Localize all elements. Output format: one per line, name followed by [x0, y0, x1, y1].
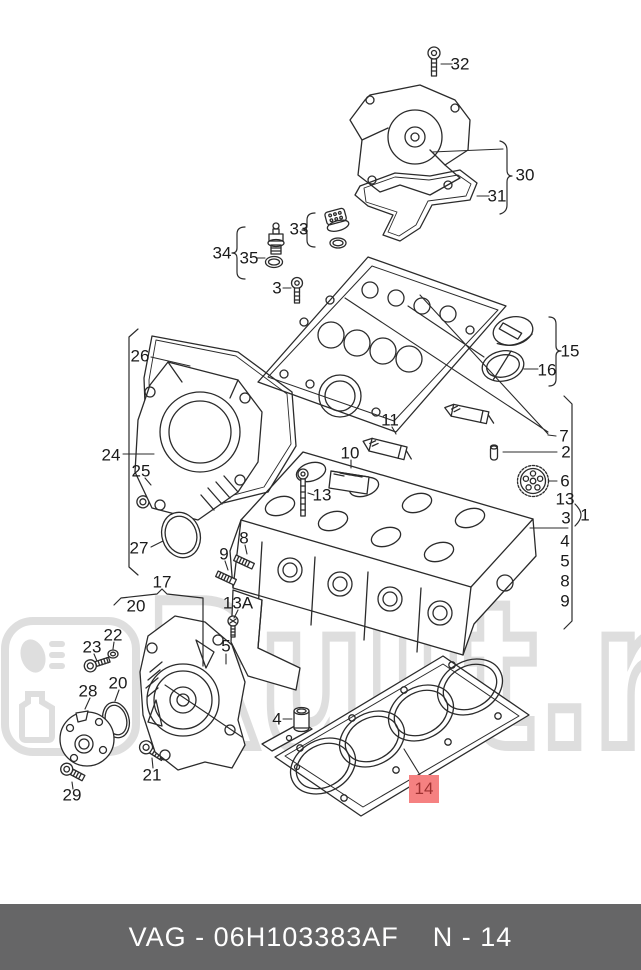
part-label: 4 — [560, 531, 570, 551]
sealant-tube-11 — [362, 437, 412, 461]
part-label: 9 — [560, 591, 570, 611]
part-label: 25 — [131, 461, 151, 481]
callout-brackets — [113, 140, 582, 667]
bolt-32 — [427, 46, 441, 77]
sealant-tube-7 — [444, 403, 495, 425]
bolt-3 — [290, 276, 304, 304]
exploded-diagram-drawing: Rulit.ru — [1, 46, 641, 817]
part-label: 15 — [560, 341, 580, 361]
applicator-10 — [328, 470, 370, 495]
head-gasket-part — [261, 655, 530, 817]
part-label: 7 — [559, 426, 569, 446]
part-label: 22 — [103, 625, 123, 645]
part-label: 29 — [62, 785, 82, 805]
camshaft-gear-part — [516, 464, 550, 498]
stud-8 — [233, 554, 255, 570]
part-label: 26 — [130, 346, 150, 366]
part-label: 13A — [222, 593, 254, 613]
part-label: 17 — [152, 572, 172, 592]
part-label: 27 — [129, 538, 149, 558]
timing-cover-part — [134, 361, 263, 521]
footer-bar: VAG - 06H103383AF N - 14 — [0, 904, 641, 970]
part-label: 3 — [272, 278, 282, 298]
valve-cover-part — [257, 256, 507, 433]
part-label: 24 — [101, 445, 121, 465]
part-label: 32 — [450, 54, 470, 74]
part-label: 2 — [561, 442, 571, 462]
part-label: 23 — [82, 637, 102, 657]
screw-13A — [227, 615, 239, 638]
sensor-part-33 — [324, 207, 350, 249]
dowel-pin-2 — [489, 444, 499, 461]
part-label: 20 — [108, 673, 128, 693]
part-label: 13 — [555, 489, 575, 509]
part-label: 28 — [78, 681, 98, 701]
part-label: 35 — [239, 248, 259, 268]
part-label: 3 — [561, 508, 571, 528]
bolt-29 — [60, 762, 86, 782]
part-label: 4 — [272, 709, 282, 729]
cap-seal-part — [481, 350, 525, 382]
valve-cover-gasket-part — [354, 169, 478, 242]
water-pump-part — [139, 615, 246, 771]
bolt-23 — [83, 656, 111, 673]
part-label: 13 — [312, 485, 332, 505]
washer-22 — [107, 649, 119, 659]
part-label: 5 — [221, 636, 231, 656]
part-label: 16 — [537, 360, 557, 380]
sensor-part-34 — [264, 222, 285, 269]
oil-separator-part — [349, 84, 471, 196]
part-label: 10 — [340, 443, 360, 463]
part-label: 8 — [239, 528, 249, 548]
part-label: 1 — [580, 505, 590, 525]
part-label: 33 — [289, 219, 309, 239]
part-label: 8 — [560, 571, 570, 591]
page-ref: N - 14 — [432, 921, 513, 952]
part-label: 34 — [212, 243, 232, 263]
leader-lines — [71, 63, 569, 790]
highlighted-part-label[interactable]: 14 — [409, 775, 439, 803]
oil-cap-part — [492, 316, 534, 346]
pump-flange-part — [59, 710, 115, 767]
part-label: 5 — [560, 551, 570, 571]
part-label: 20 — [126, 596, 146, 616]
part-label: 9 — [219, 544, 229, 564]
crank-seal-part — [160, 511, 202, 559]
part-label: 21 — [142, 765, 162, 785]
part-code: VAG - 06H103383AF — [128, 921, 399, 952]
stud-9 — [215, 570, 237, 586]
part-label: 6 — [560, 471, 570, 491]
part-label: 11 — [381, 410, 399, 430]
part-label: 30 — [515, 165, 535, 185]
cylinder-head-part — [229, 451, 537, 691]
part-label: 31 — [487, 186, 507, 206]
bolt-13-left — [297, 468, 309, 517]
bushing-4 — [293, 706, 310, 733]
